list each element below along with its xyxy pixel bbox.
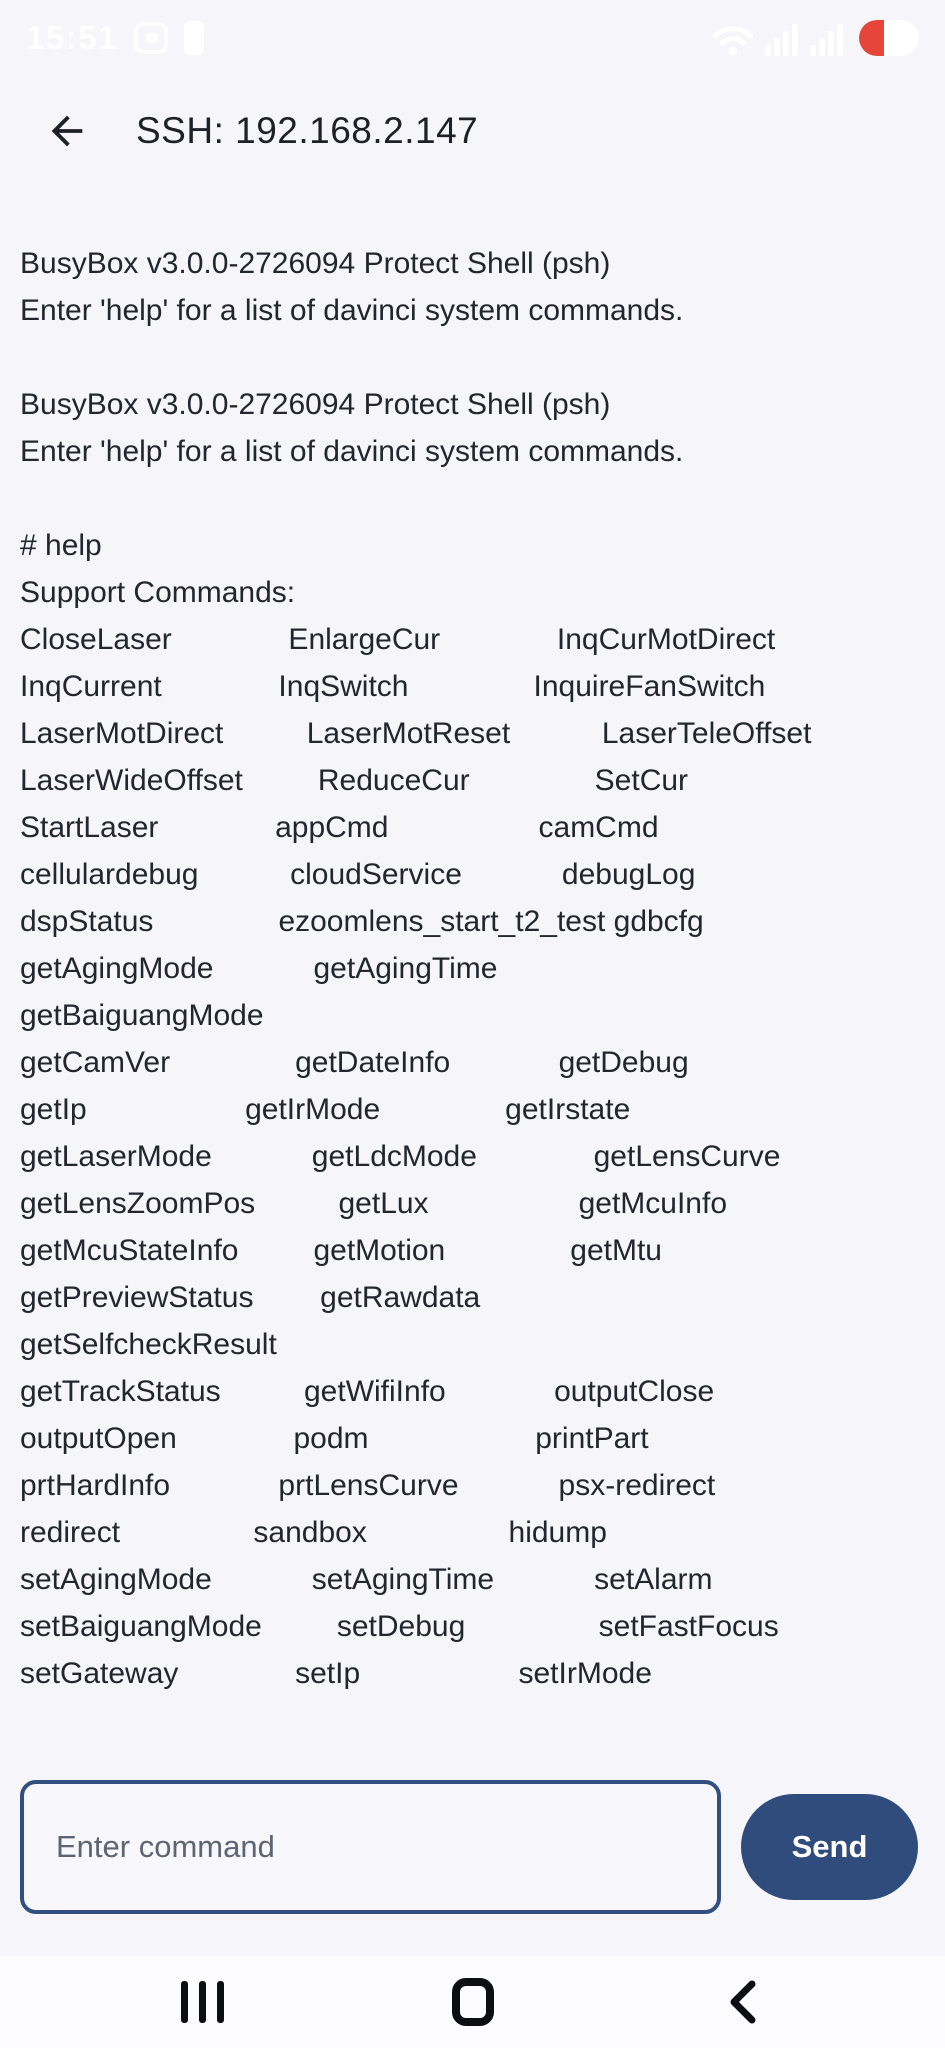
terminal-line: dspStatus ezoomlens_start_t2_test gdbcfg <box>20 905 704 938</box>
battery-low-icon <box>859 20 919 56</box>
terminal-line: getSelfcheckResult <box>20 1328 277 1361</box>
phone-icon <box>183 21 204 55</box>
terminal-line: getBaiguangMode <box>20 999 264 1032</box>
terminal-line: redirect sandbox hidump <box>20 1516 607 1549</box>
terminal-line: LaserMotDirect LaserMotReset LaserTeleOf… <box>20 717 812 750</box>
terminal-line: getLensZoomPos getLux getMcuInfo <box>20 1187 728 1220</box>
terminal-line: getMcuStateInfo getMotion getMtu <box>20 1234 662 1267</box>
terminal-line: Support Commands: <box>20 576 296 609</box>
terminal-line: getLaserMode getLdcMode getLensCurve <box>20 1140 781 1173</box>
android-nav-bar <box>0 1956 945 2048</box>
terminal-line: prtHardInfo prtLensCurve psx-redirect <box>20 1469 716 1502</box>
signal-bars-icon <box>765 24 798 56</box>
back-button[interactable] <box>42 106 92 156</box>
page-title: SSH: 192.168.2.147 <box>136 110 479 151</box>
send-button[interactable]: Send <box>741 1794 918 1900</box>
arrow-left-icon <box>51 115 83 147</box>
terminal-line: Enter 'help' for a list of davinci syste… <box>20 294 684 327</box>
terminal-line: getTrackStatus getWifiInfo outputClose <box>20 1375 715 1408</box>
back-nav-button[interactable] <box>721 1977 765 2027</box>
terminal-line: getCamVer getDateInfo getDebug <box>20 1046 689 1079</box>
app-header: SSH: 192.168.2.147 <box>0 76 945 186</box>
command-bar: Send <box>0 1780 945 1914</box>
terminal-line: outputOpen podm printPart <box>20 1422 649 1455</box>
back-chevron-icon <box>730 1980 755 2024</box>
clock: 15:51 <box>26 19 118 56</box>
battery-fill <box>859 20 885 56</box>
home-icon <box>451 1978 494 2026</box>
terminal-line: CloseLaser EnlargeCur InqCurMotDirect <box>20 623 776 656</box>
recents-button[interactable] <box>181 1977 225 2027</box>
terminal-line: Enter 'help' for a list of davinci syste… <box>20 435 684 468</box>
wifi-icon <box>713 26 753 56</box>
terminal-line: getIp getIrMode getIrstate <box>20 1093 631 1126</box>
terminal-output[interactable]: BusyBox v3.0.0-2726094 Protect Shell (ps… <box>0 186 945 1697</box>
terminal-line: LaserWideOffset ReduceCur SetCur <box>20 764 689 797</box>
terminal-line: getPreviewStatus getRawdata <box>20 1281 481 1314</box>
terminal-line <box>20 475 925 522</box>
status-bar: 15:51 <box>0 0 945 76</box>
status-bar-right <box>713 20 919 56</box>
terminal-line: getAgingMode getAgingTime <box>20 952 498 985</box>
home-button[interactable] <box>451 1977 495 2027</box>
signal-bars-icon-2 <box>810 24 843 56</box>
terminal-line <box>20 334 925 381</box>
screen-capture-icon <box>133 22 168 54</box>
terminal-line: InqCurrent InqSwitch InquireFanSwitch <box>20 670 766 703</box>
recents-icon <box>181 1981 224 2023</box>
terminal-line: BusyBox v3.0.0-2726094 Protect Shell (ps… <box>20 247 611 280</box>
terminal-line: setBaiguangMode setDebug setFastFocus <box>20 1610 779 1643</box>
terminal-line: cellulardebug cloudService debugLog <box>20 858 696 891</box>
terminal-line: BusyBox v3.0.0-2726094 Protect Shell (ps… <box>20 388 611 421</box>
command-input[interactable] <box>20 1780 721 1914</box>
terminal-line: setAgingMode setAgingTime setAlarm <box>20 1563 713 1596</box>
terminal-line: setGateway setIp setIrMode <box>20 1657 652 1690</box>
terminal-line: # help <box>20 529 102 562</box>
terminal-line: StartLaser appCmd camCmd <box>20 811 659 844</box>
